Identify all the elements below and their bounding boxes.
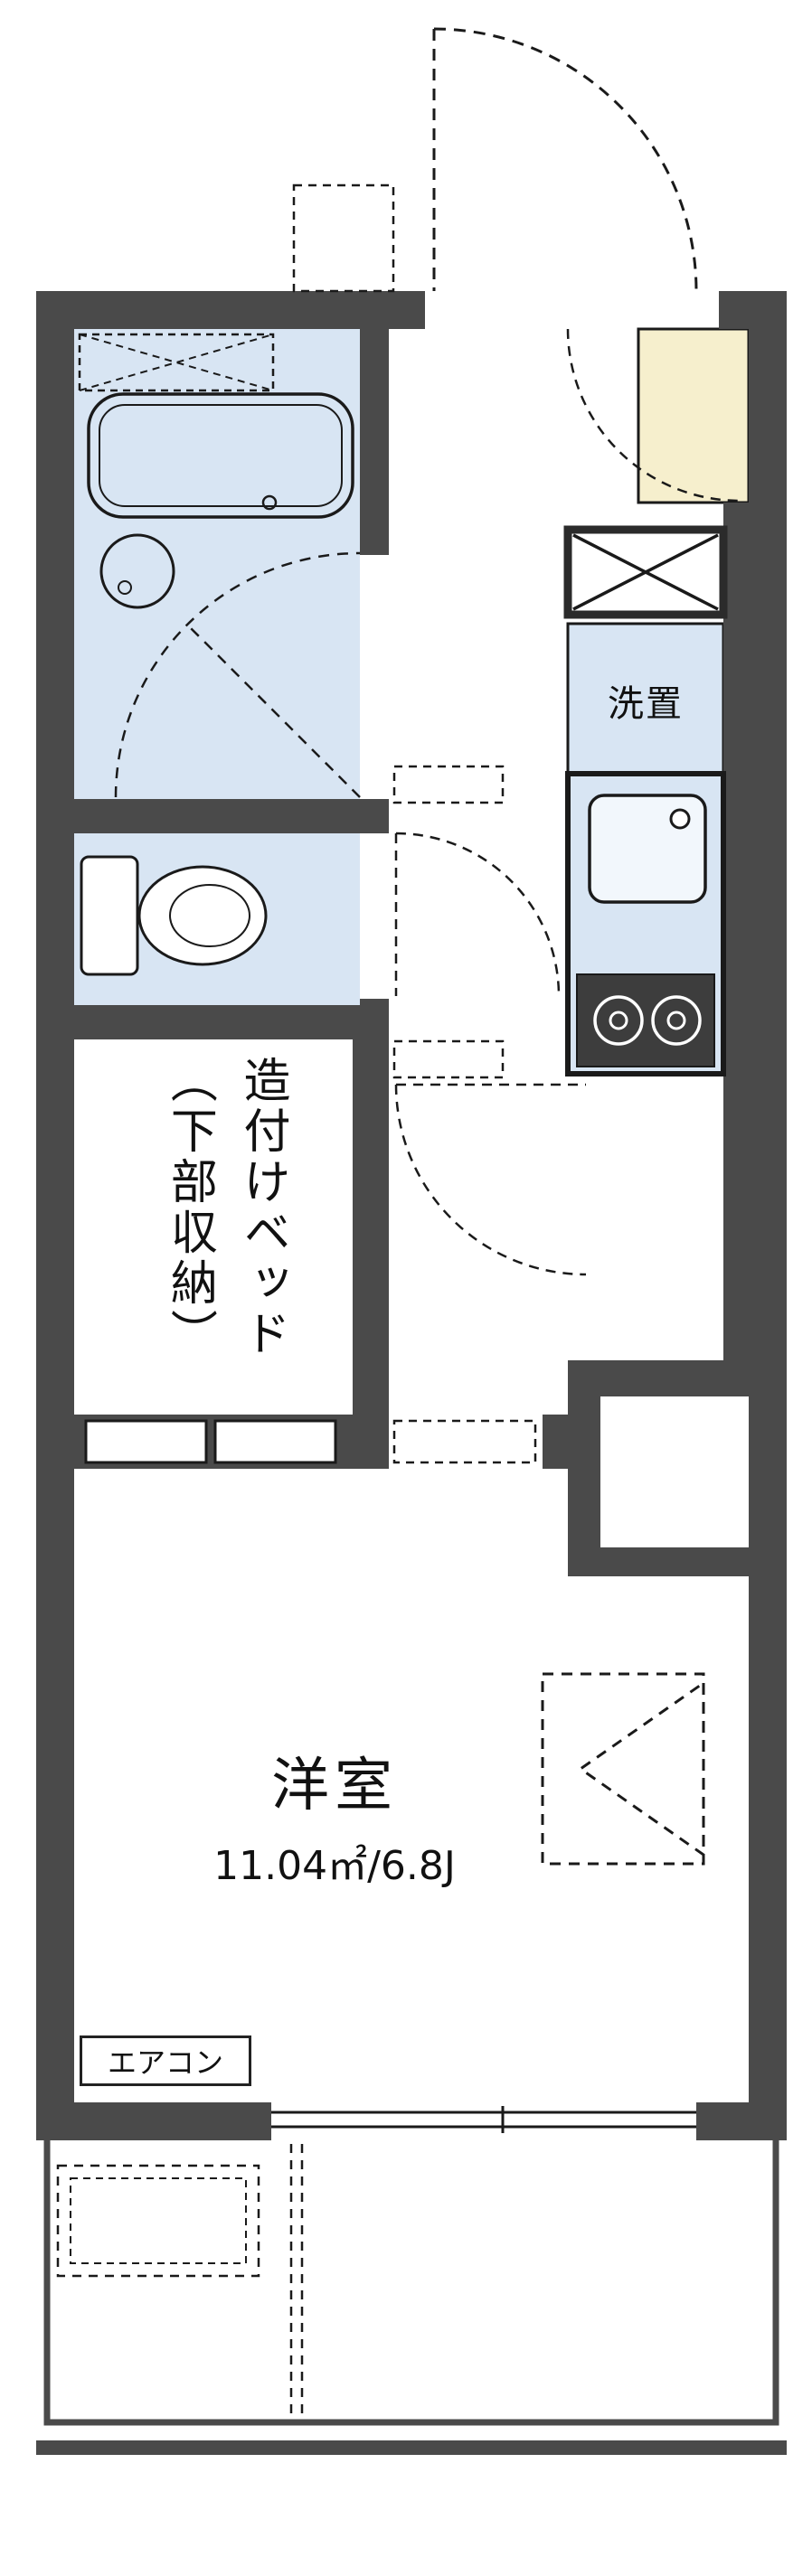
mainroom-opening-marker — [392, 1419, 537, 1464]
bathroom — [78, 333, 361, 798]
washbasin-drain — [118, 580, 132, 595]
stove-burner-left — [593, 995, 644, 1046]
aircon-label: エアコン — [107, 2045, 223, 2080]
wall-toilet-hall-stub — [360, 999, 389, 1039]
bathtub-inner — [99, 404, 343, 507]
sliding-panel-1 — [84, 1419, 208, 1464]
bathtub-drain — [261, 494, 278, 511]
wall-bed-hall — [353, 1039, 389, 1415]
stove — [576, 973, 715, 1067]
wall-right — [749, 291, 787, 2140]
entry-storage — [563, 525, 728, 619]
kitchen-sink — [588, 794, 707, 904]
toilet-tank — [80, 855, 139, 976]
balcony-slab-edge — [36, 2440, 787, 2455]
stove-burner-left-center — [609, 1011, 628, 1030]
sliding-panel-2 — [213, 1419, 337, 1464]
room-name-label: 洋室 — [271, 1753, 398, 1819]
bed-storage-doors — [84, 1419, 337, 1464]
hall-opening-marker-1 — [392, 765, 505, 804]
wall-left — [36, 291, 74, 2140]
washbasin — [99, 533, 175, 609]
toilet — [80, 832, 561, 997]
mainroom-door-arc — [394, 1084, 587, 1276]
toilet-bowl — [137, 865, 268, 966]
mainroom-symbols — [541, 1672, 705, 1866]
entry-door-arc-inside — [566, 328, 741, 503]
balcony — [36, 2140, 787, 2455]
balcony-rail — [43, 2140, 779, 2426]
washer-label: 洗置 — [608, 683, 684, 725]
room-size-label: 11.04㎡/6.8J — [213, 1843, 456, 1889]
built-in-desk-triangle — [578, 1680, 705, 1857]
storage-cross-2 — [572, 533, 719, 611]
entry-mat — [637, 327, 751, 504]
window — [271, 2106, 696, 2133]
kitchen — [565, 771, 726, 1076]
wall-toilet-bed — [74, 1005, 389, 1039]
toilet-door-arc — [395, 832, 561, 997]
stove-burner-right-center — [666, 1011, 686, 1030]
bath-door-leaf — [186, 624, 361, 798]
wall-bath-toilet — [74, 799, 389, 833]
bath-door-arc — [114, 551, 361, 798]
bathroom-floor — [74, 329, 360, 799]
wall-alcove-bottom — [600, 1547, 749, 1576]
wall-bottom-left — [36, 2102, 271, 2140]
kitchen-counter — [565, 771, 726, 1076]
kitchen-faucet — [669, 808, 691, 830]
wall-alcove-left — [568, 1396, 600, 1576]
hallway — [392, 765, 587, 1464]
stove-burner-right — [651, 995, 702, 1046]
wall-bath-hall-upper — [360, 329, 389, 555]
toilet-bowl-inner — [169, 884, 250, 947]
bathtub-outer — [87, 392, 354, 519]
aircon-unit: エアコン — [80, 2035, 251, 2086]
hall-opening-marker-2 — [392, 1039, 505, 1079]
bath-shelf — [78, 333, 275, 392]
bath-shelf-diag-1 — [79, 334, 274, 391]
bath-shelf-diag-2 — [79, 334, 274, 391]
wall-bottom-right — [696, 2102, 787, 2140]
wall-top-left — [36, 291, 425, 329]
wall-right-kitchen — [723, 503, 749, 1360]
built-in-bed-label: 造付けベッド （下部収納） — [162, 1056, 289, 1359]
meter-box — [292, 183, 395, 293]
evacuation-hatch-inner — [70, 2177, 247, 2264]
wall-alcove-top — [568, 1360, 787, 1396]
entrance-door — [292, 27, 741, 503]
entry-door-arc-outside — [433, 27, 698, 292]
evacuation-hatch-outer — [56, 2164, 260, 2278]
